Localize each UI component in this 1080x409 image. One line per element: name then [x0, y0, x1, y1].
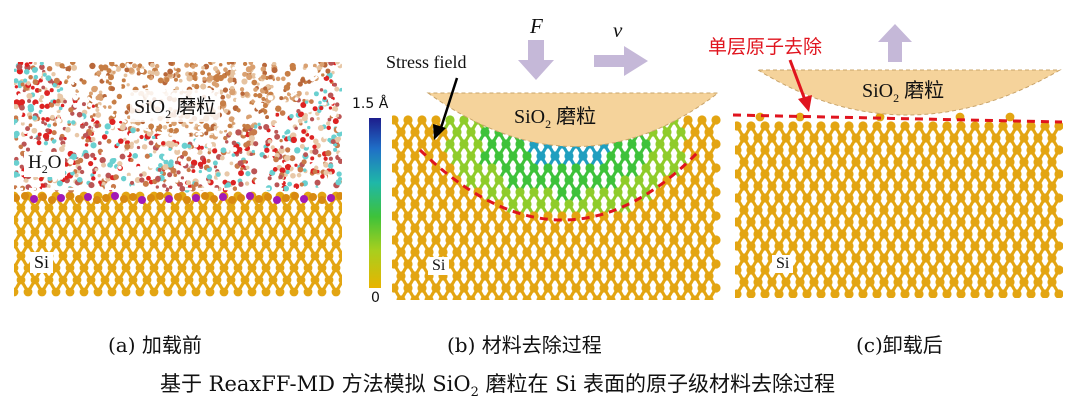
- colorbar: [369, 118, 381, 288]
- panel-c-abrasive-label: SiO2 磨粒: [862, 80, 945, 105]
- stress-pointer-line: [438, 77, 459, 132]
- panel-b-velocity-arrow: [594, 46, 648, 76]
- figure-caption: 基于 ReaxFF-MD 方法模拟 SiO2 磨粒在 Si 表面的原子级材料去除…: [160, 372, 836, 401]
- panel-c-lift-arrow: [878, 24, 912, 62]
- panel-a-substrate-label: Si: [30, 252, 54, 273]
- caption-a: (a) 加载前: [108, 333, 202, 357]
- panel-a-water-label: H2O: [24, 152, 66, 177]
- panel-c-lattice: [735, 110, 1063, 298]
- panel-b-abrasive-shape: [426, 92, 720, 147]
- colorbar-min-label: 0: [371, 290, 380, 306]
- panel-a-letter: a: [68, 68, 79, 87]
- stress-pointer-head: [433, 124, 446, 140]
- velocity-label: v: [613, 18, 623, 42]
- panel-a-abrasive-label: SiO2 磨粒: [130, 90, 221, 122]
- panel-b-force-arrow: [518, 40, 554, 80]
- panel-a-abrasive-boundary: [59, 69, 326, 137]
- removal-label: 单层原子去除: [708, 36, 823, 58]
- panel-c-abrasive-shape: [756, 69, 1062, 116]
- caption-c: (c)卸载后: [856, 333, 943, 357]
- caption-b: (b) 材料去除过程: [447, 333, 602, 357]
- force-label: F: [530, 14, 543, 38]
- removal-pointer-head: [798, 95, 812, 112]
- stress-field-label: Stress field: [386, 52, 467, 72]
- panel-c-substrate-label: Si: [772, 255, 794, 273]
- removal-pointer-line: [788, 59, 807, 101]
- colorbar-max-label: 1.5 Å: [352, 96, 389, 112]
- panel-b-stress-boundary: [418, 148, 702, 222]
- panel-b-substrate-label: Si: [428, 257, 450, 275]
- panel-b-abrasive-label: SiO2 磨粒: [514, 106, 597, 131]
